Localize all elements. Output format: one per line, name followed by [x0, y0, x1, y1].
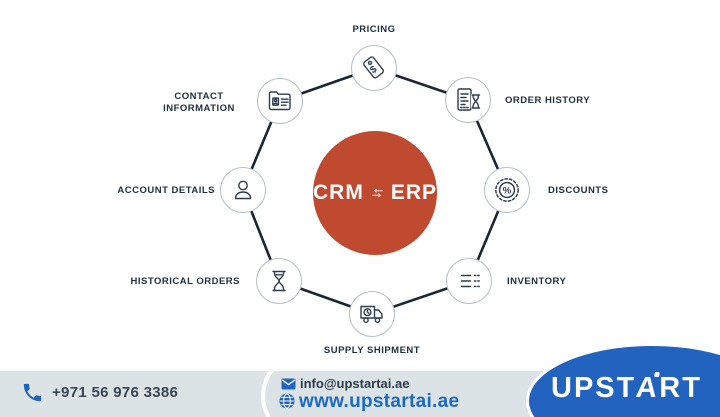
phone-number: +971 56 976 3386: [52, 384, 179, 401]
label-contact-information: CONTACT INFORMATION: [163, 91, 235, 115]
erp-label: ERP: [390, 181, 437, 204]
person-icon: [234, 180, 252, 200]
globe-icon: [279, 393, 295, 409]
phone-icon: [23, 383, 42, 402]
upstart-logo: UPSTART: [551, 372, 702, 405]
label-discounts: DISCOUNTS: [548, 185, 609, 196]
label-historical-orders: HISTORICAL ORDERS: [130, 276, 240, 287]
contact-card-icon: [268, 91, 291, 111]
label-order-history: ORDER HISTORY: [505, 95, 591, 106]
node-historical-orders: [256, 258, 302, 304]
crm-label: CRM: [313, 181, 364, 204]
label-supply-shipment: SUPPLY SHIPMENT: [323, 345, 421, 356]
sync-arrows-icon: [372, 188, 383, 198]
node-contact-information: [257, 78, 303, 124]
contact-divider-arc: [261, 366, 276, 417]
dollar-glyph: $: [368, 64, 380, 76]
envelope-icon: [281, 378, 296, 390]
node-discounts: %: [484, 167, 530, 213]
node-inventory: [446, 258, 492, 304]
label-pricing: PRICING: [352, 24, 396, 35]
node-order-history: [445, 77, 491, 123]
order-history-icon: [457, 88, 481, 111]
center-crm-erp-circle: CRM ERP: [313, 131, 437, 255]
label-account-details: ACCOUNT DETAILS: [117, 185, 215, 196]
label-inventory: INVENTORY: [507, 276, 567, 287]
logo-stylized-a: A: [634, 372, 662, 404]
percent-glyph: %: [503, 186, 512, 197]
website-text: www.upstartai.ae: [299, 391, 460, 412]
price-tag-icon: $: [363, 56, 384, 79]
node-supply-shipment: [349, 291, 395, 337]
delivery-truck-icon: [360, 305, 383, 324]
logo-part-1: UPST: [551, 372, 637, 404]
node-account-details: [220, 167, 266, 213]
hourglass-icon: [272, 270, 286, 292]
inventory-list-icon: [460, 274, 480, 288]
email-text: info@upstartai.ae: [300, 376, 410, 391]
logo-part-3: RT: [659, 372, 702, 404]
discount-badge-icon: %: [495, 178, 519, 202]
node-pricing: $: [351, 45, 397, 91]
